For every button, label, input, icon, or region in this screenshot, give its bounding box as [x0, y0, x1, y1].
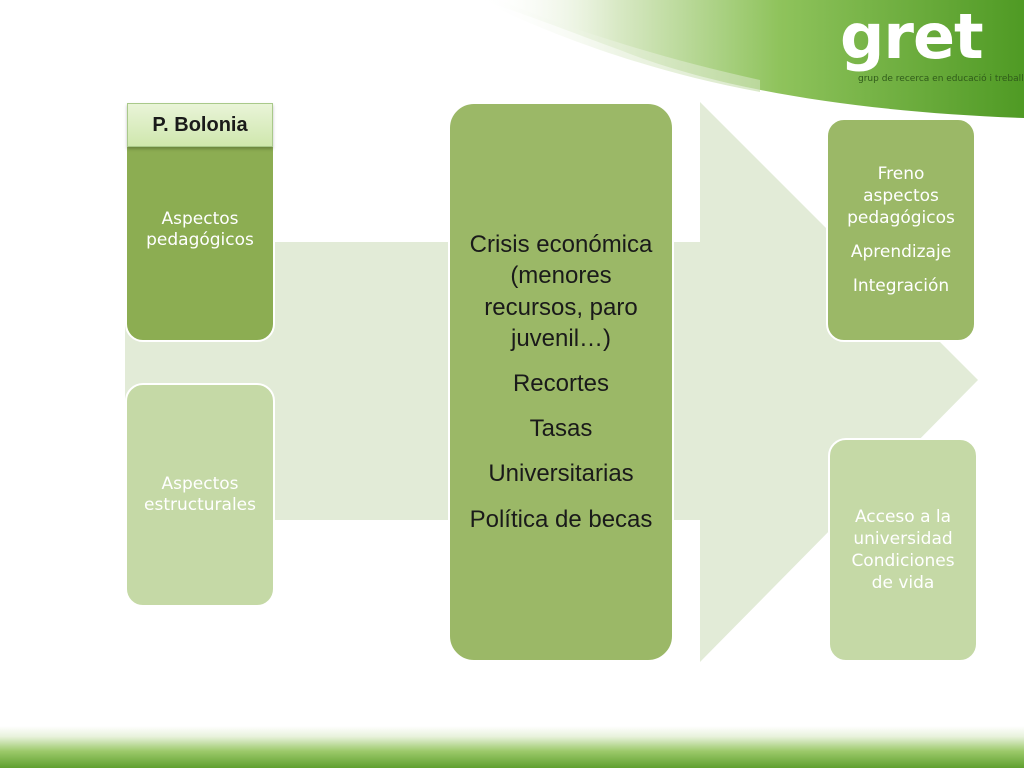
politica-de-becas-label: Política de becas	[469, 505, 653, 533]
aprendizaje-label: Aprendizaje	[850, 242, 952, 263]
crisis-economica-box: Crisis económica (menores recursos, paro…	[448, 102, 674, 662]
aspectos-estructurales-box: Aspectos estructurales	[125, 383, 275, 607]
crisis-economica-label: Crisis económica (menores recursos, paro…	[469, 231, 653, 352]
acceso-universidad-box: Acceso a la universidad Condiciones de v…	[828, 438, 978, 662]
freno-aspectos-label: Freno aspectos pedagógicos	[847, 163, 955, 228]
footer-bar	[0, 726, 1024, 768]
p-bolonia-tab: P. Bolonia	[127, 103, 273, 147]
middle-arrow-band	[674, 242, 700, 520]
gret-logo: gret grup de recerca en educació i treba…	[840, 6, 1024, 94]
acceso-universidad-label: Acceso a la universidad Condiciones de v…	[851, 506, 955, 594]
header-swoosh	[480, 0, 1024, 118]
aspectos-estructurales-label: Aspectos estructurales	[144, 473, 256, 515]
aspectos-pedagogicos-box: Aspectos pedagógicos	[125, 118, 275, 342]
tasas-label: Tasas	[529, 415, 593, 443]
freno-aspectos-box: Freno aspectos pedagógicos Aprendizaje I…	[826, 118, 976, 342]
integracion-label: Integración	[852, 276, 950, 297]
recortes-label: Recortes	[512, 370, 610, 397]
universitarias-label: Universitarias	[488, 460, 634, 488]
logo-wordmark: gret	[840, 0, 984, 73]
logo-tagline: grup de recerca en educació i treball	[858, 74, 1024, 84]
aspectos-pedagogicos-label: Aspectos pedagógicos	[146, 208, 254, 250]
arrow-head	[700, 102, 978, 662]
